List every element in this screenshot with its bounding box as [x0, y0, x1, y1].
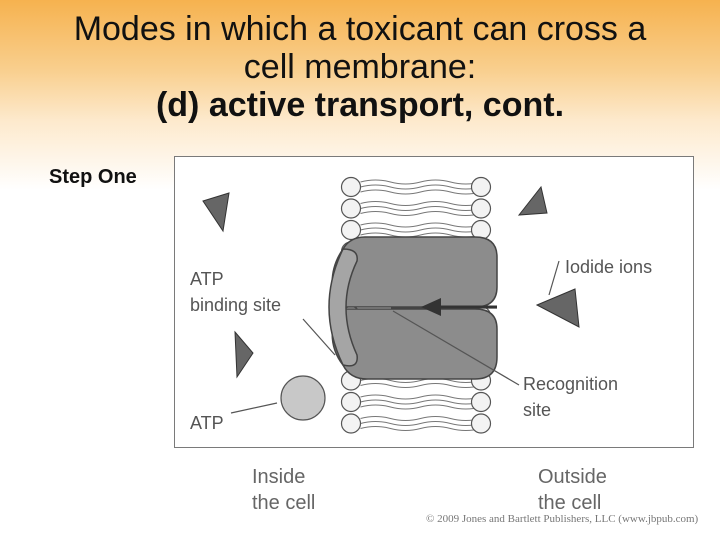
lipid-head — [472, 414, 491, 433]
slide-title: Modes in which a toxicant can cross a ce… — [0, 10, 720, 124]
lipid-head — [342, 178, 361, 197]
atp-pointer — [231, 403, 277, 413]
lipid-tail — [361, 207, 482, 211]
recognition-site-label-line-2: site — [523, 400, 551, 420]
lipid-tail — [361, 185, 482, 189]
lipid-tail — [361, 180, 482, 184]
title-line-3: (d) active transport, cont. — [0, 86, 720, 124]
iodide-ion — [519, 187, 547, 215]
iodide-ions-label: Iodide ions — [565, 257, 652, 277]
lipid-tail — [361, 395, 482, 399]
protein-lower-lobe — [332, 309, 497, 379]
lipid-head — [342, 414, 361, 433]
title-line-2: cell membrane: — [0, 48, 720, 86]
iodide-ion — [203, 193, 229, 231]
inside-cell-label-line-2: the cell — [252, 490, 315, 516]
active-transport-figure: ATP binding site Iodide ions Recognition… — [174, 156, 694, 448]
atp-label: ATP — [190, 413, 224, 433]
lipid-tail — [361, 202, 482, 206]
lipid-tail — [361, 427, 482, 431]
lipid-head — [472, 199, 491, 218]
recognition-site-label-line-1: Recognition — [523, 374, 618, 394]
outside-cell-label: Outside the cell — [538, 464, 607, 516]
lipid-tail — [361, 405, 482, 409]
inside-cell-label: Inside the cell — [252, 464, 315, 516]
iodide-ion — [235, 332, 253, 377]
inside-cell-label-line-1: Inside — [252, 464, 315, 490]
atp-molecule — [281, 376, 325, 420]
lipid-head — [472, 178, 491, 197]
lipid-tail — [361, 190, 482, 194]
iodide-ion — [537, 289, 579, 327]
lipid-tail — [361, 228, 482, 232]
title-line-1: Modes in which a toxicant can cross a — [0, 10, 720, 48]
lipid-tail — [361, 400, 482, 404]
lipid-tail — [361, 223, 482, 227]
iodide-pointer — [549, 261, 559, 295]
lipid-tail — [361, 422, 482, 426]
lipid-head — [342, 199, 361, 218]
lipid-head — [472, 393, 491, 412]
step-label: Step One — [49, 166, 137, 189]
lipid-tail — [361, 417, 482, 421]
protein-upper-lobe — [332, 237, 497, 307]
membrane-diagram: ATP binding site Iodide ions Recognition… — [175, 157, 693, 447]
lipid-head — [342, 393, 361, 412]
lipid-head — [342, 221, 361, 240]
lipid-tail — [361, 384, 482, 388]
lipid-tail — [361, 212, 482, 216]
atp-binding-label-line-2: binding site — [190, 295, 281, 315]
copyright-notice: © 2009 Jones and Bartlett Publishers, LL… — [426, 513, 698, 525]
atp-binding-label-line-1: ATP — [190, 269, 224, 289]
outside-cell-label-line-1: Outside — [538, 464, 607, 490]
